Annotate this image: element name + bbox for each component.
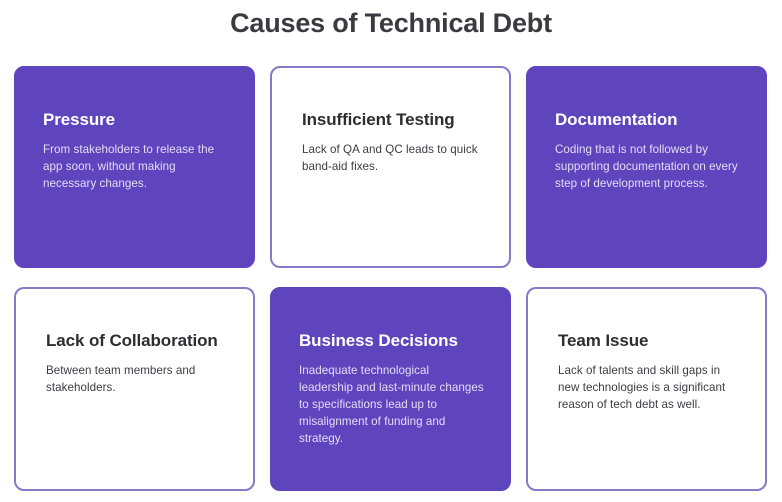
cause-card-documentation: Documentation Coding that is not followe… [526,66,767,268]
cause-card-body: Inadequate technological leadership and … [299,364,484,445]
cause-card-body: Coding that is not followed by supportin… [555,143,738,190]
cause-card-business-decisions: Business Decisions Inadequate technologi… [270,287,511,491]
cause-card-heading: Team Issue [558,331,649,350]
cause-card-heading: Pressure [43,110,115,129]
cause-card-insufficient-testing: Insufficient Testing Lack of QA and QC l… [270,66,511,268]
cause-card-body: Lack of talents and skill gaps in new te… [558,364,726,411]
cause-card-body: Lack of QA and QC leads to quick band-ai… [302,143,478,173]
page-title: Causes of Technical Debt [230,8,552,38]
cause-card-heading: Insufficient Testing [302,110,455,129]
cause-card-body: Between team members and stakeholders. [46,364,196,394]
cause-card-body: From stakeholders to release the app soo… [43,143,215,190]
cause-card-heading: Business Decisions [299,331,458,350]
cause-card-pressure: Pressure From stakeholders to release th… [14,66,255,268]
causes-card-grid: Pressure From stakeholders to release th… [14,66,767,491]
cause-card-heading: Lack of Collaboration [46,331,218,350]
cause-card-heading: Documentation [555,110,678,129]
cause-card-team-issue: Team Issue Lack of talents and skill gap… [526,287,767,491]
cause-card-lack-of-collaboration: Lack of Collaboration Between team membe… [14,287,255,491]
